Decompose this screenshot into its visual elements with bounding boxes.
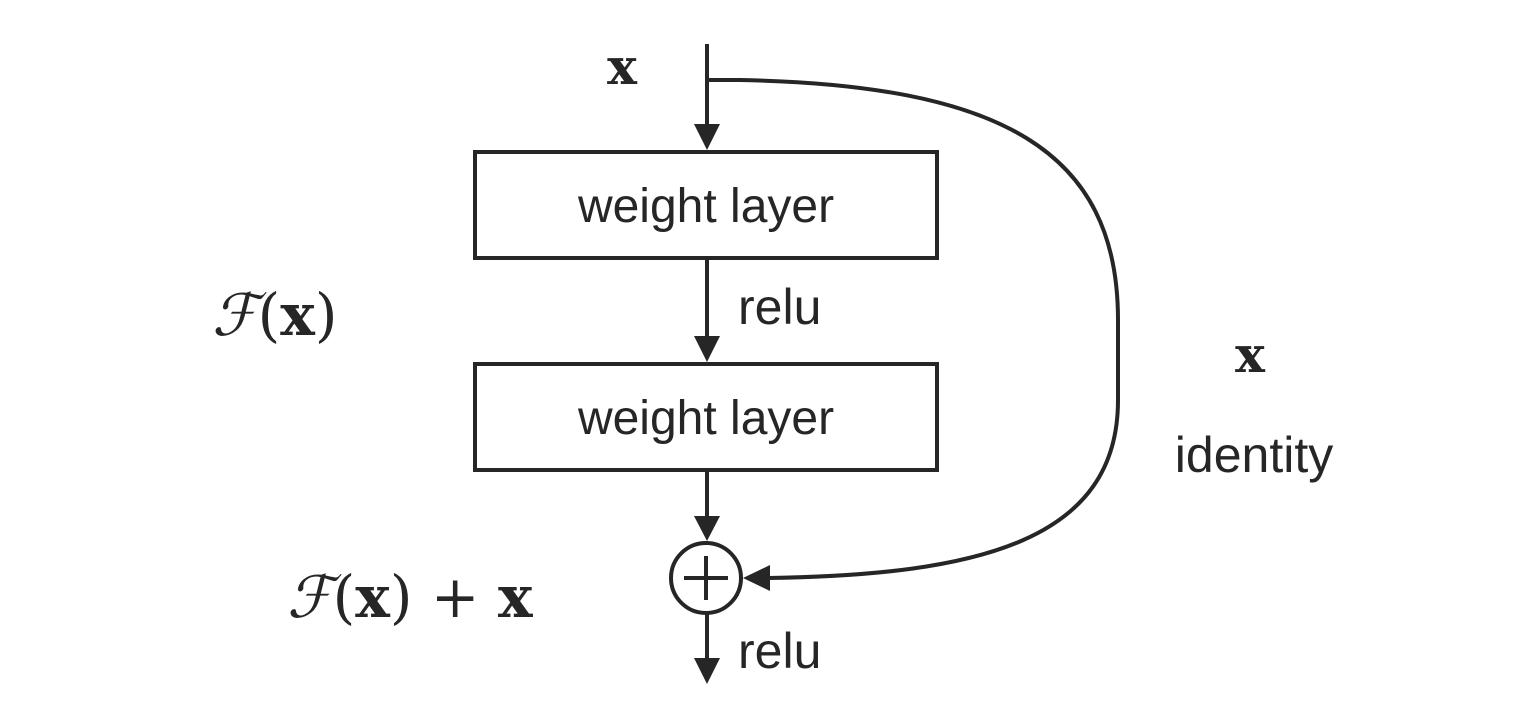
residual-function-label: ℱ(x) <box>212 281 337 349</box>
shortcut-x-label: x <box>1235 325 1266 384</box>
sum-node <box>669 541 743 615</box>
shortcut-identity-label: identity <box>1175 427 1333 483</box>
output-arrowhead <box>694 658 720 684</box>
sum-var2: x <box>498 563 533 631</box>
input-label: x <box>607 37 638 96</box>
sum-input-arrowhead <box>694 516 720 541</box>
residual-var: x <box>280 281 315 349</box>
weight-layer-2: weight layer <box>473 362 939 472</box>
weight-layer-1: weight layer <box>473 150 939 260</box>
sum-var: x <box>355 563 390 631</box>
sum-paren-open: ( <box>333 563 356 631</box>
weight-layer-2-label: weight layer <box>577 392 834 445</box>
sum-paren-close: ) <box>390 563 413 631</box>
identity-shortcut-arrowhead <box>743 565 770 591</box>
input-arrowhead <box>694 124 720 150</box>
relu-label-mid: relu <box>738 279 821 335</box>
weight-layer-1-label: weight layer <box>577 180 834 233</box>
identity-shortcut-path <box>707 78 1120 580</box>
sum-output-label: ℱ(x) + x <box>287 563 533 631</box>
relu-label-out: relu <box>738 623 821 679</box>
residual-paren-close: ) <box>315 281 338 349</box>
sum-plus-sign: + <box>412 563 497 631</box>
mid-arrowhead <box>694 336 720 362</box>
residual-paren-open: ( <box>258 281 281 349</box>
